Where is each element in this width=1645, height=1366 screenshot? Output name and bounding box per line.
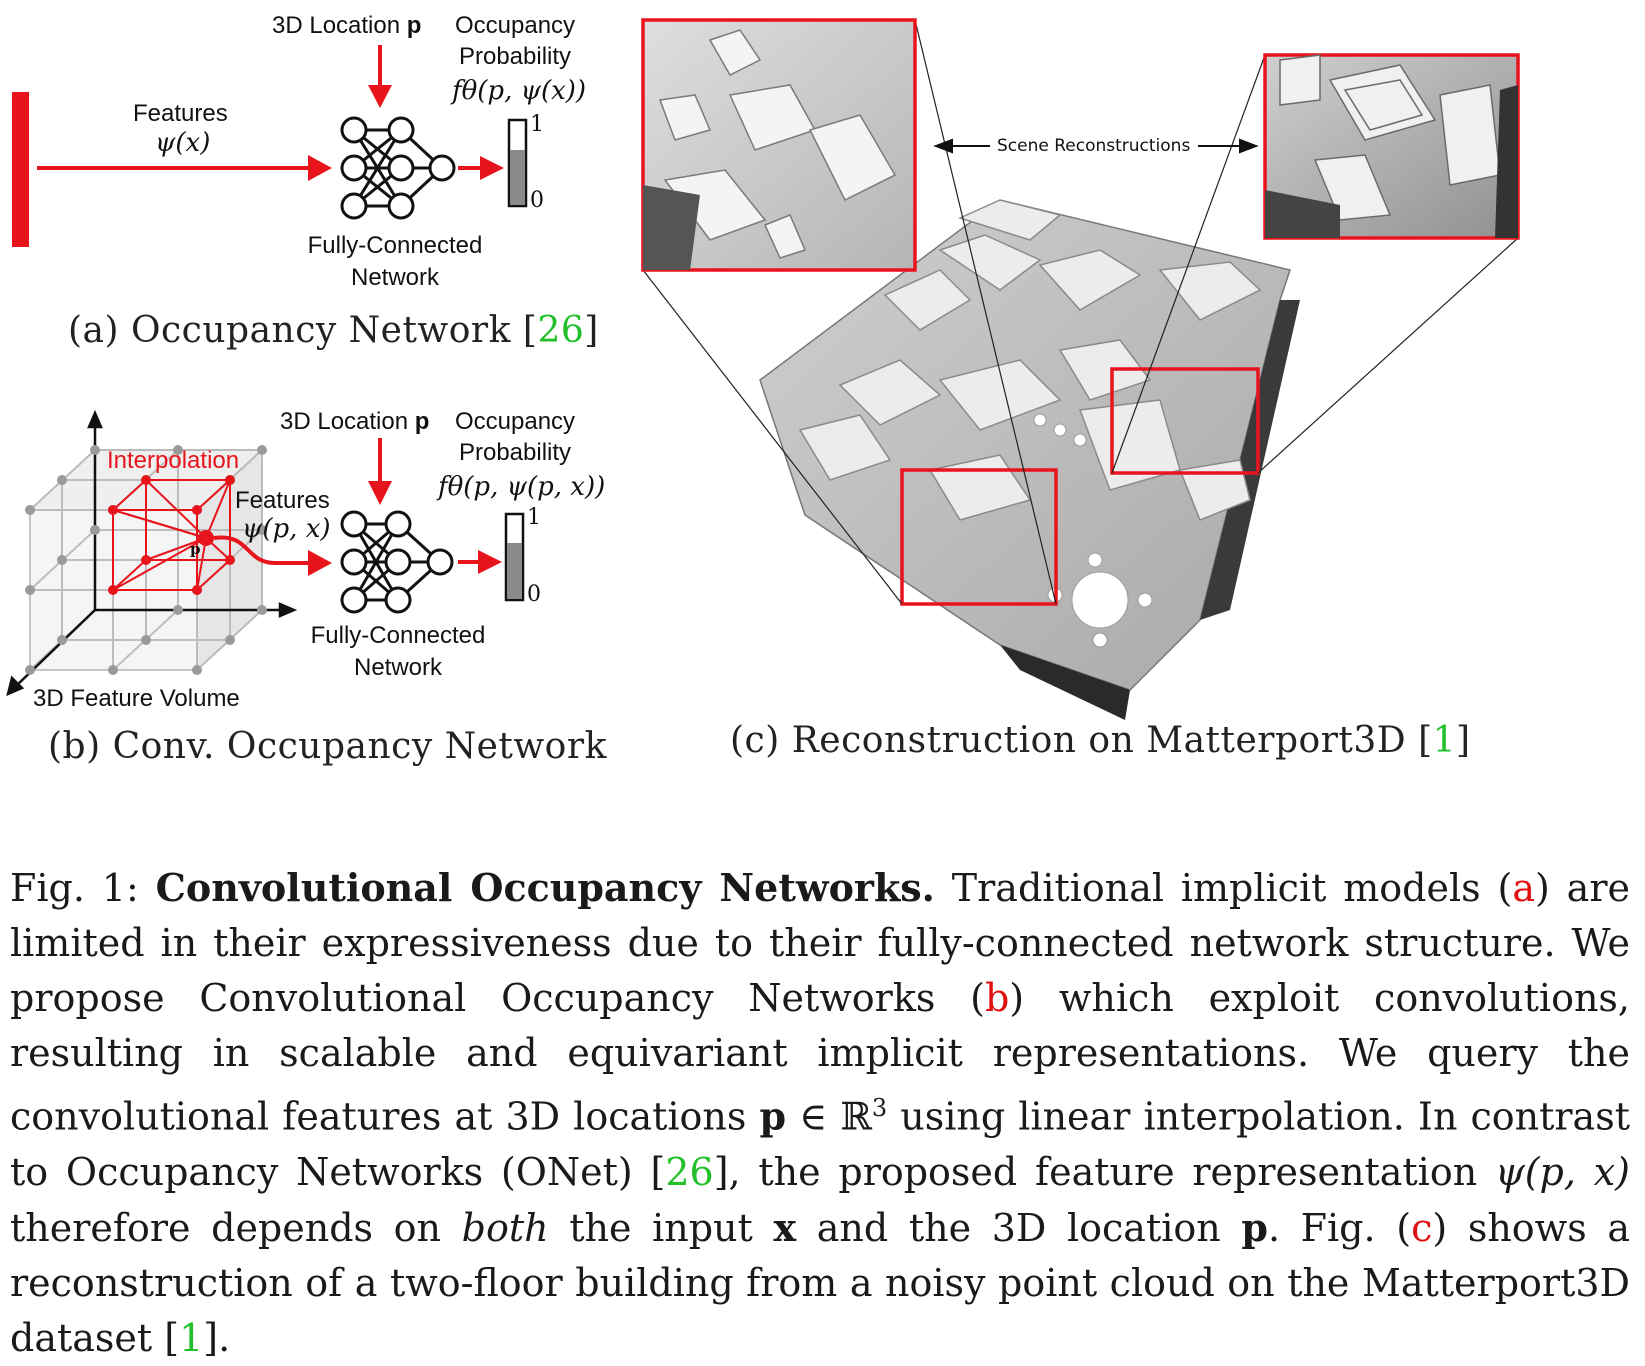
scale-top: 1 [530, 112, 544, 137]
network-label: Fully-Connected Network [307, 232, 483, 291]
scene-reconstructions-label: Scene Reconstructions [997, 136, 1191, 156]
zoom-box-1 [900, 468, 1058, 606]
interpolation-label: Interpolation [107, 447, 240, 474]
scale-top-b: 1 [527, 505, 541, 530]
ref-1[interactable]: 1 [1432, 720, 1457, 761]
output-arrowhead [480, 156, 504, 180]
probability-fill [510, 150, 525, 205]
reconstruction-render [641, 18, 1520, 720]
fig-label: Fig. 1: [10, 866, 139, 910]
ref-c[interactable]: c [1411, 1205, 1433, 1250]
subcaption-c: (c) Reconstruction on Matterport3D [1] [730, 720, 1471, 761]
location-label: 3D Location p [272, 12, 422, 39]
ref-26-caption[interactable]: 26 [665, 1149, 714, 1194]
occupancy-label: Occupancy Probability [455, 12, 576, 70]
ref-b[interactable]: b [984, 976, 1010, 1020]
network-b [340, 510, 454, 614]
occupancy-function: fθ(p, ψ(x)) [452, 76, 587, 106]
network-a [340, 116, 456, 220]
occupancy-function-b: fθ(p, ψ(p, x)) [438, 472, 606, 502]
input-bar [12, 92, 29, 247]
panel-a-graphics [37, 45, 528, 220]
network-label-b: Fully-Connected Network [310, 622, 486, 681]
features-arrowhead [308, 155, 332, 181]
subcaption-a: (a) Occupancy Network [26] [68, 310, 599, 351]
query-point [198, 530, 214, 546]
subcaption-b: (b) Conv. Occupancy Network [48, 726, 607, 767]
panel-b-graphics [6, 409, 525, 697]
features-function-b: ψ(p, x) [242, 514, 331, 544]
occupancy-label-b: Occupancy Probability [455, 408, 576, 466]
ref-26[interactable]: 26 [537, 310, 585, 351]
features-curve-arrow [213, 535, 318, 565]
zoom-box-2 [1110, 367, 1260, 475]
features-label: Features [133, 100, 228, 127]
location-label-b: 3D Location p [280, 408, 430, 435]
point-label: p [190, 540, 201, 558]
scale-bottom: 0 [530, 188, 544, 213]
features-function: ψ(x) [155, 128, 211, 158]
ref-a[interactable]: a [1512, 866, 1535, 910]
ref-1-caption[interactable]: 1 [179, 1315, 204, 1360]
scale-bottom-b: 0 [527, 582, 541, 607]
caption-title: Convolutional Occupancy Networks. [155, 865, 935, 910]
features-label-b: Features [235, 487, 330, 514]
figure-caption: Fig. 1: Convolutional Occupancy Networks… [10, 865, 1631, 1360]
volume-label: 3D Feature Volume [33, 685, 240, 712]
location-arrowhead [368, 85, 392, 108]
